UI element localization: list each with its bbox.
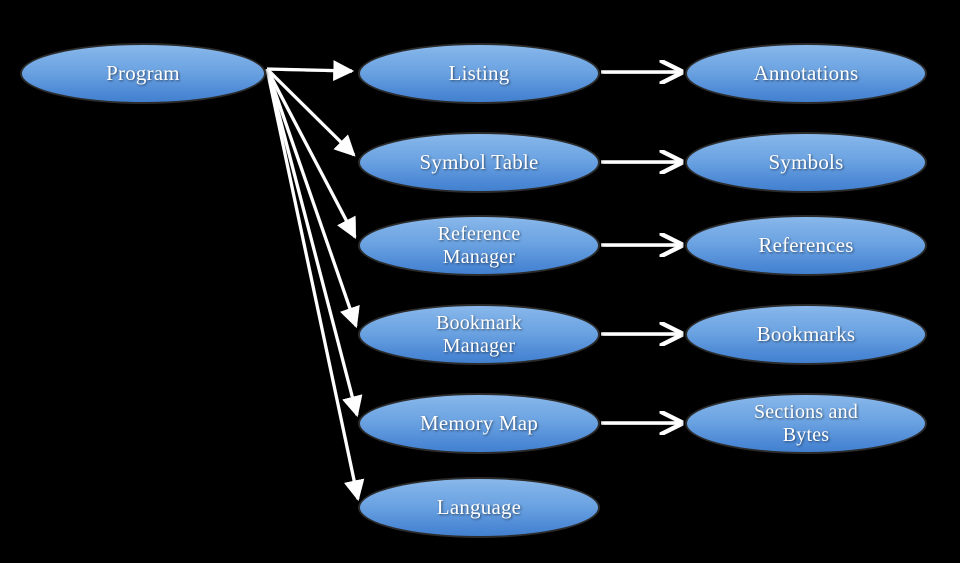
node-label-memory-map: Memory Map xyxy=(419,410,539,435)
node-label-sections-and-bytes: Sections and Bytes xyxy=(753,401,859,446)
node-sections-and-bytes[interactable]: Sections and Bytes xyxy=(685,393,927,454)
edge-program-to-memory-map xyxy=(265,68,363,418)
node-label-bookmarks: Bookmarks xyxy=(756,321,856,346)
edge-program-to-reference-manager xyxy=(265,68,357,239)
edge-program-to-bookmark-manager xyxy=(265,68,360,328)
node-label-bookmark-manager: Bookmark Manager xyxy=(435,312,523,357)
edge-program-to-listing xyxy=(266,60,355,81)
node-label-symbol-table: Symbol Table xyxy=(419,149,539,174)
node-label-symbols: Symbols xyxy=(768,149,844,174)
edge-program-to-language xyxy=(265,68,365,502)
node-annotations[interactable]: Annotations xyxy=(685,43,927,104)
node-symbols[interactable]: Symbols xyxy=(685,132,927,193)
node-label-reference-manager: Reference Manager xyxy=(437,223,521,268)
node-label-annotations: Annotations xyxy=(753,60,859,85)
edge-program-to-symbol-table xyxy=(265,67,356,157)
node-bookmark-manager[interactable]: Bookmark Manager xyxy=(358,304,600,365)
node-label-references: References xyxy=(758,232,854,257)
node-memory-map[interactable]: Memory Map xyxy=(358,393,600,454)
node-program[interactable]: Program xyxy=(20,43,266,104)
node-symbol-table[interactable]: Symbol Table xyxy=(358,132,600,193)
node-label-listing: Listing xyxy=(448,60,510,85)
node-listing[interactable]: Listing xyxy=(358,43,600,104)
node-label-language: Language xyxy=(436,494,522,519)
node-label-program: Program xyxy=(106,60,180,85)
node-language[interactable]: Language xyxy=(358,477,600,538)
node-bookmarks[interactable]: Bookmarks xyxy=(685,304,927,365)
node-reference-manager[interactable]: Reference Manager xyxy=(358,215,600,276)
node-references[interactable]: References xyxy=(685,215,927,276)
